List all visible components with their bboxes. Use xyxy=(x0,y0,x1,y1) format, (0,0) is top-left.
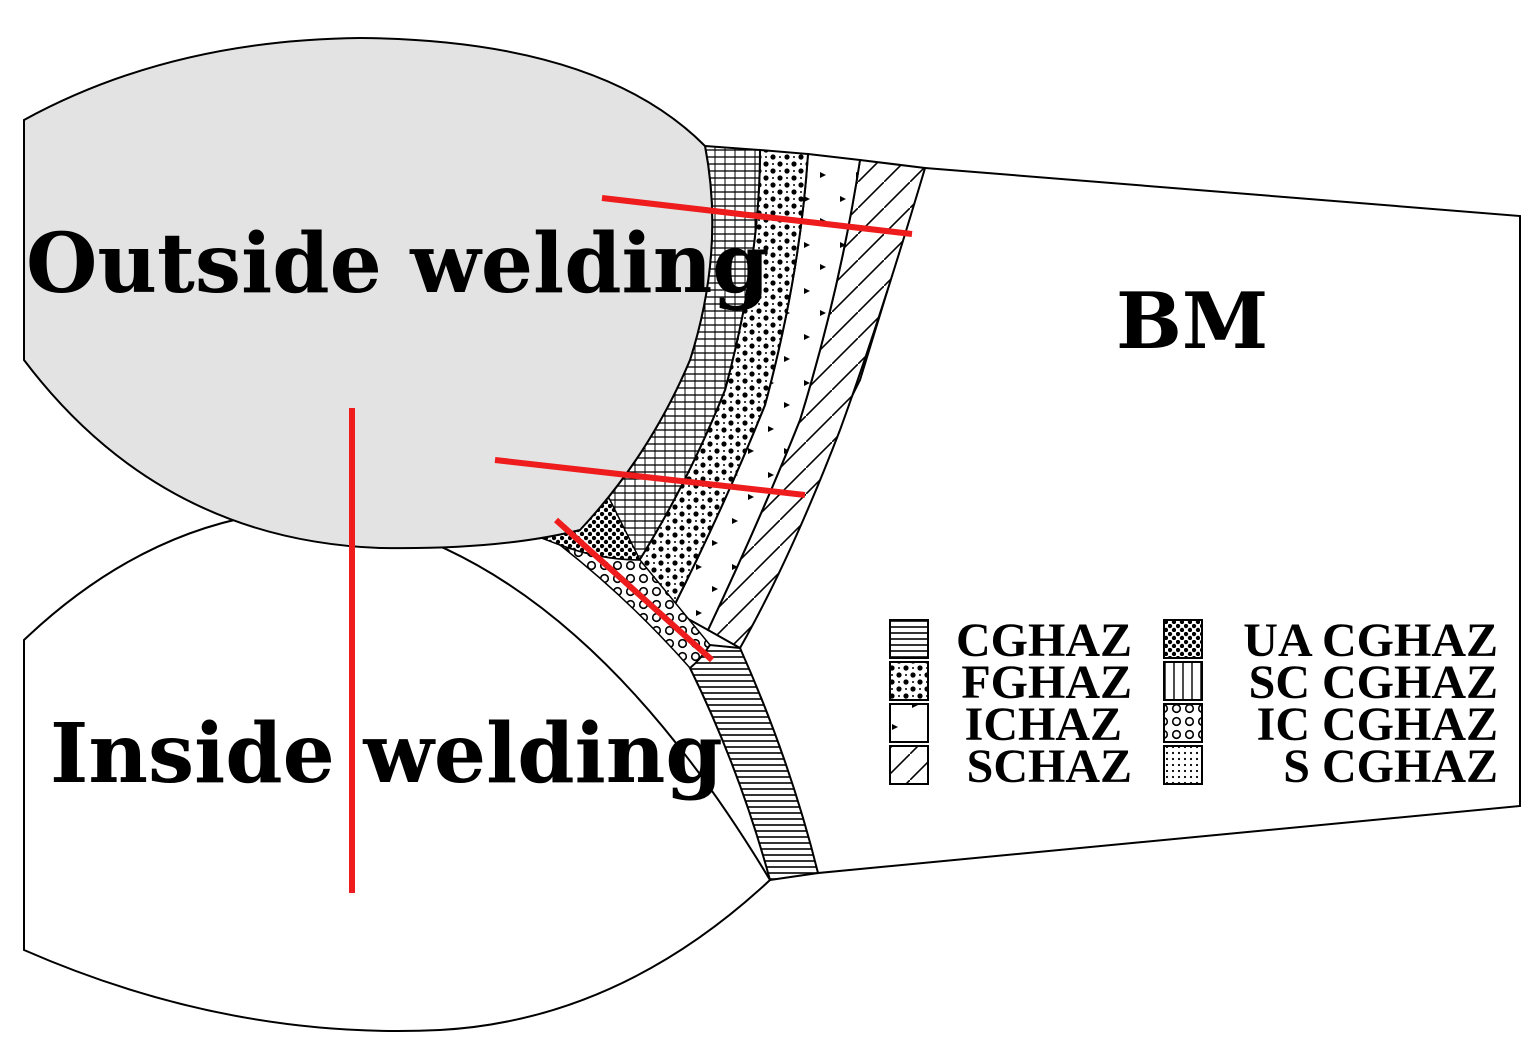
legend-label-s-cghaz: S CGHAZ xyxy=(1283,740,1498,793)
legend-label-cghaz: CGHAZ xyxy=(956,614,1132,667)
legend-label-ichaz: ICHAZ xyxy=(965,698,1122,751)
outside-weld-label: Outside welding xyxy=(26,216,770,312)
legend-swatch-fghaz xyxy=(889,661,929,701)
cut-line-middle xyxy=(494,457,806,498)
legend-label-fghaz: FGHAZ xyxy=(961,656,1132,709)
legend-label-ic-cghaz: IC CGHAZ xyxy=(1257,698,1498,751)
base-metal-label: BM xyxy=(1116,276,1268,367)
s-cghaz-band xyxy=(688,643,820,882)
inside-weld-label: Inside welding xyxy=(50,706,723,802)
legend-swatch-ic-cghaz xyxy=(1163,703,1203,743)
legend-swatch-schaz xyxy=(889,745,929,785)
legend-label-sc-cghaz: SC CGHAZ xyxy=(1249,656,1498,709)
legend-swatch-ichaz xyxy=(889,703,929,743)
legend-swatch-s-cghaz xyxy=(1163,745,1203,785)
legend-swatch-sc-cghaz xyxy=(1163,661,1203,701)
legend-label-schaz: SCHAZ xyxy=(967,740,1132,793)
outside-weld-region xyxy=(23,36,714,550)
cut-line-top xyxy=(601,195,913,237)
legend-swatch-ua-cghaz xyxy=(1163,619,1203,659)
legend-swatch-cghaz xyxy=(889,619,929,659)
cut-line-root xyxy=(553,517,715,663)
legend: CGHAZ FGHAZ ICHAZ SCHAZ UA CGHAZ SC CGHA… xyxy=(889,614,1498,793)
legend-label-ua-cghaz: UA CGHAZ xyxy=(1243,614,1498,667)
